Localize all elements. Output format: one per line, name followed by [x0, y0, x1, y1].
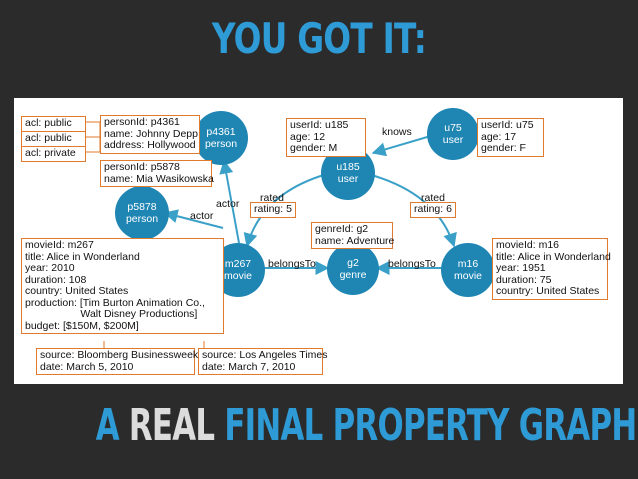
node-id: m16: [457, 258, 479, 270]
node-p4361: p4361 person: [194, 111, 248, 165]
node-g2: g2 genre: [327, 243, 379, 295]
edge-label-rated-m16: rated: [421, 192, 445, 204]
slide-subtitle: A REAL FINAL PROPERTY GRAPH: [95, 400, 637, 451]
property-graph-diagram: p4361 person p5878 person u185 user u75 …: [14, 98, 623, 384]
node-id: m267: [224, 258, 252, 270]
node-id: p4361: [206, 126, 236, 138]
edge-property-rating-m16: rating: 6: [410, 202, 456, 218]
source-box-1: source: Bloomberg Businessweek date: Mar…: [36, 348, 198, 375]
m267-properties: movieId: m267 title: Alice in Wonderland…: [21, 238, 224, 334]
acl-box-1: acl: public: [21, 116, 86, 132]
edge-property-rating-m267: rating: 5: [250, 202, 296, 218]
edge-label-rated-m267: rated: [260, 192, 284, 204]
node-type: user: [337, 173, 359, 185]
m16-properties: movieId: m16 title: Alice in Wonderland …: [492, 238, 611, 300]
edge-label-belongs-m267: belongsTo: [268, 258, 316, 270]
edge-actor-p5878: [163, 209, 224, 229]
node-m16: m16 movie: [441, 243, 495, 297]
u185-properties: userId: u185 age: 12 gender: M: [286, 118, 366, 157]
g2-properties: genreId: g2 name: Adventure: [311, 222, 394, 249]
edge-label-actor-p4361: actor: [216, 198, 240, 210]
edge-label-belongs-m16: belongsTo: [388, 258, 436, 270]
node-type: person: [125, 213, 159, 225]
subtitle-word-a: A: [95, 400, 120, 451]
node-u75: u75 user: [427, 108, 479, 160]
p5878-properties: personId: p5878 name: Mia Wasikowska: [100, 160, 214, 187]
subtitle-word-real: REAL: [128, 400, 215, 451]
source-box-2: source: Los Angeles Times date: March 7,…: [198, 348, 327, 375]
subtitle-word-rest: FINAL PROPERTY GRAPH: [224, 400, 637, 451]
node-type: genre: [339, 269, 367, 281]
edge-knows: [371, 134, 435, 157]
node-id: u75: [444, 122, 462, 134]
edge-rated-m16: [367, 173, 457, 248]
node-type: person: [204, 138, 238, 150]
u75-properties: userId: u75 age: 17 gender: F: [477, 118, 544, 157]
edge-actor-p4361: [219, 159, 240, 244]
acl-box-3: acl: private: [21, 146, 86, 162]
node-id: g2: [347, 257, 359, 269]
edge-label-knows: knows: [382, 126, 412, 138]
p4361-properties: personId: p4361 name: Johnny Depp addres…: [100, 115, 200, 154]
node-type: user: [442, 134, 464, 146]
node-id: p5878: [127, 201, 157, 213]
edge-rated-m267: [243, 173, 328, 248]
slide-title: YOU GOT IT:: [211, 14, 427, 63]
node-type: movie: [223, 270, 252, 282]
acl-box-2: acl: public: [21, 131, 86, 147]
node-id: u185: [336, 161, 360, 173]
node-p5878: p5878 person: [115, 186, 169, 240]
node-type: movie: [453, 270, 482, 282]
edge-label-actor-p5878: actor: [190, 210, 214, 222]
